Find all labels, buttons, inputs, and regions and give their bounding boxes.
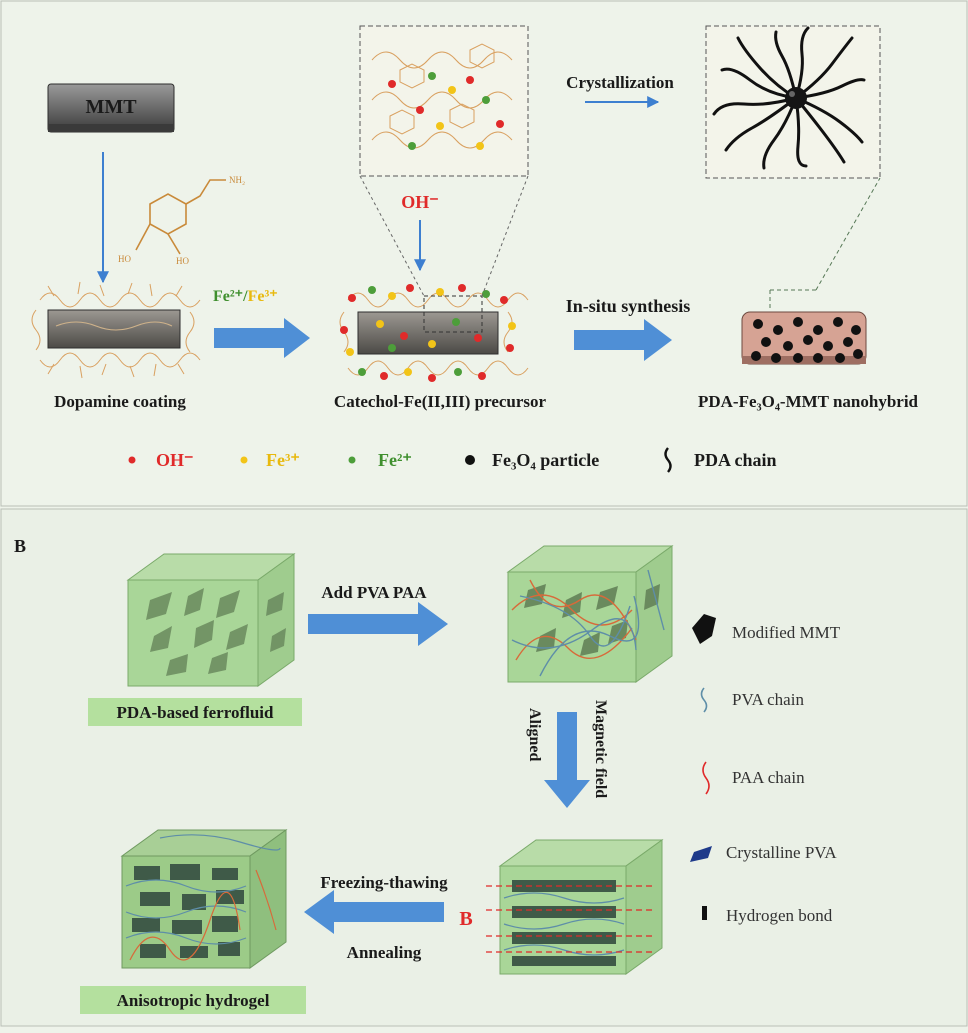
legend-b: Modified MMT PVA chain PAA chain Crystal… bbox=[690, 614, 841, 925]
fe2-fe3-label: Fe²⁺/Fe³⁺ bbox=[213, 288, 278, 305]
dopamine-ho1: HO bbox=[118, 254, 131, 264]
precursor-zoom-inset bbox=[359, 25, 529, 177]
annealing-label: Annealing bbox=[347, 943, 422, 962]
freezing-label: Freezing-thawing bbox=[320, 873, 448, 892]
nanohybrid-slab bbox=[741, 311, 867, 365]
legend-hbond-icon bbox=[702, 906, 707, 920]
legend-pva-icon bbox=[700, 687, 708, 713]
crystallization-label: Crystallization bbox=[566, 73, 674, 92]
hydrogel-label: Anisotropic hydrogel bbox=[117, 991, 270, 1010]
panel-b-letter: B bbox=[14, 536, 26, 556]
precursor-caption: Catechol-Fe(II,III) precursor bbox=[334, 392, 547, 411]
ferrofluid-label: PDA-based ferrofluid bbox=[117, 703, 274, 722]
insitu-label: In-situ synthesis bbox=[566, 296, 691, 316]
hydrogel-cube bbox=[120, 829, 288, 969]
legend-mmt: Modified MMT bbox=[732, 623, 841, 642]
zoom-line-left bbox=[359, 175, 425, 297]
ferrofluid-cube bbox=[126, 553, 296, 687]
add-arrow bbox=[308, 602, 448, 646]
zoom-line-c bbox=[815, 177, 881, 291]
magnetic-down-arrow bbox=[544, 712, 590, 808]
dopamine-ho2: HO bbox=[176, 256, 189, 266]
mmt-block: MMT bbox=[47, 83, 175, 133]
dopamine-coated-slab bbox=[31, 281, 201, 379]
nanohybrid-caption: PDA-Fe₃O₄-MMT nanohybrid bbox=[698, 392, 919, 411]
legend-pva: PVA chain bbox=[732, 690, 804, 709]
legend-paa-icon bbox=[702, 761, 710, 795]
add-label: Add PVA PAA bbox=[321, 583, 427, 602]
hydrogel-label-bg bbox=[80, 986, 306, 1014]
fe-ions-arrow bbox=[214, 318, 310, 358]
annealing-arrow bbox=[304, 890, 444, 934]
precursor-slab bbox=[339, 284, 529, 382]
magnetic-label: Magnetic field bbox=[592, 700, 609, 798]
legend-mmt-icon bbox=[692, 614, 716, 644]
fe3o4-particle-inset bbox=[705, 25, 881, 179]
insitu-arrow bbox=[574, 319, 672, 361]
legend-pda: PDA chain bbox=[694, 450, 777, 470]
legend-crystalline-icon bbox=[690, 846, 712, 862]
ferrofluid-label-bg bbox=[88, 698, 302, 726]
legend-paa: PAA chain bbox=[732, 768, 805, 787]
mixed-cube bbox=[506, 545, 674, 683]
legend-fe3: Fe³⁺ bbox=[266, 450, 300, 470]
legend-oh: OH⁻ bbox=[156, 450, 194, 470]
legend-fe3o4: Fe₃O₄ particle bbox=[492, 450, 599, 470]
aligned-label: Aligned bbox=[526, 708, 543, 761]
b-field-label: B bbox=[459, 908, 472, 930]
legend-crystalline: Crystalline PVA bbox=[726, 843, 837, 862]
dopamine-caption: Dopamine coating bbox=[54, 392, 186, 411]
mmt-label: MMT bbox=[85, 96, 137, 118]
dopamine-nh2: NH₂ bbox=[229, 175, 245, 185]
aligned-cube bbox=[486, 839, 664, 975]
legend-a: OH⁻ Fe³⁺ Fe²⁺ Fe₃O₄ particle PDA chain bbox=[128, 447, 777, 473]
oh-label: OH⁻ bbox=[401, 192, 439, 212]
dopamine-molecule: NH₂ HO HO bbox=[118, 175, 245, 266]
legend-hbond: Hydrogen bond bbox=[726, 906, 833, 925]
legend-fe2: Fe²⁺ bbox=[378, 450, 412, 470]
